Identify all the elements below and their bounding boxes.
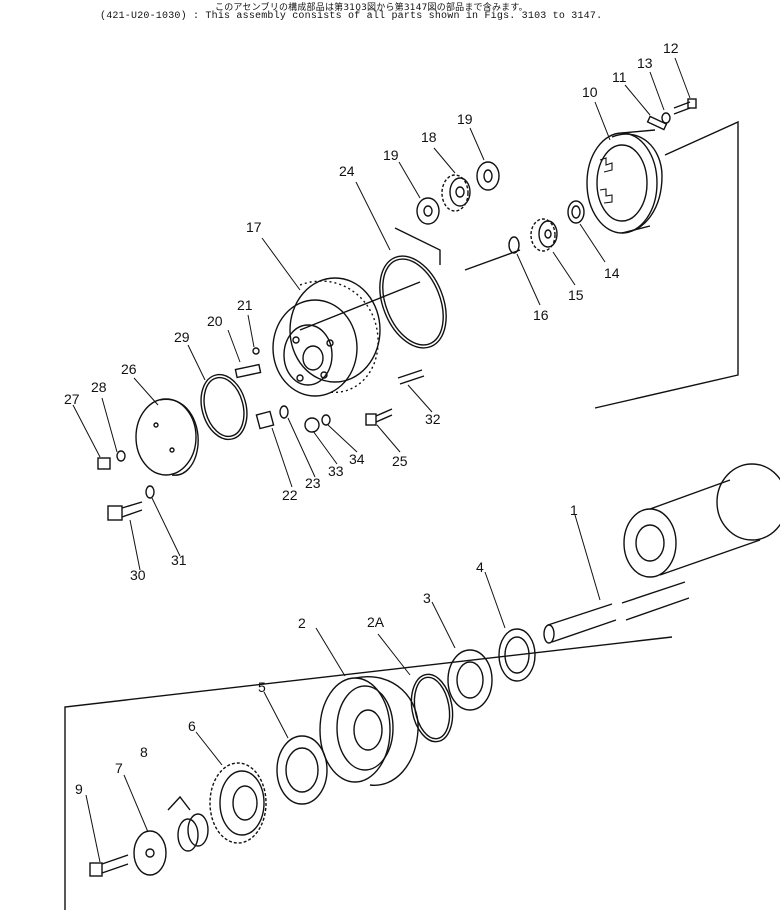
label-part-24: 24 [339,163,355,179]
label-part-3: 3 [423,590,431,606]
hub-housing [623,463,780,578]
part-31-washer [145,485,155,499]
part-19-bearing-right [476,161,500,191]
label-part-13: 13 [637,55,653,71]
part-17-housing [272,277,381,397]
label-part-18: 18 [421,129,437,145]
part-33-nut [304,417,320,433]
part-labels: 10 11 13 12 14 15 16 17 18 19 19 24 21 2… [64,40,679,797]
part-26-cover [135,398,199,476]
label-part-16: 16 [533,307,549,323]
label-part-19b: 19 [457,111,473,127]
label-part-7: 7 [115,760,123,776]
part-15-gear [530,218,558,252]
label-part-19a: 19 [383,147,399,163]
part-29-o-ring [200,373,248,441]
part-34-washer [321,414,331,426]
part-5-bearing [276,735,328,805]
header-note-japanese: このアセンブリの構成部品は第3103図から第3147図の部品まで含みます。 [215,3,528,13]
part-1-shaft [543,581,690,644]
label-part-30: 30 [130,567,146,583]
label-part-8: 8 [140,744,148,760]
part-20-shaft-pin [234,363,262,379]
label-part-15: 15 [568,287,584,303]
label-part-10: 10 [582,84,598,100]
label-part-17: 17 [246,219,262,235]
part-6-sprocket [209,762,267,844]
label-part-28: 28 [91,379,107,395]
part-8-bearing [167,795,209,852]
label-part-11: 11 [612,69,627,85]
part-13-washer [661,112,671,124]
label-part-29: 29 [174,329,190,345]
part-12-bolt [673,98,697,115]
label-part-23: 23 [305,475,321,491]
label-part-26: 26 [121,361,137,377]
part-7-plate [133,830,167,876]
label-part-12: 12 [663,40,679,56]
part-23-o-ring [279,405,289,419]
label-part-27: 27 [64,391,80,407]
leader-lines [72,57,691,863]
label-part-34: 34 [349,451,365,467]
part-27-plug [97,457,111,470]
part-18-gear [441,174,471,212]
part-25-bolt [365,408,393,426]
part-30-bolt [107,501,143,521]
part-19-bearing-left [416,197,440,225]
label-part-4: 4 [476,559,484,575]
label-part-5: 5 [258,679,266,695]
label-part-25: 25 [392,453,408,469]
part-3-bearing [447,649,493,711]
part-14-bearing [567,200,585,224]
label-part-32: 32 [425,411,441,427]
header-note-english: (421-U20-1030) : This assembly consists … [100,11,603,22]
part-16-snap-ring [508,236,520,254]
part-2-hub [319,676,419,786]
part-9-bolt [89,854,129,877]
label-part-2a: 2A [367,614,385,630]
label-part-1: 1 [570,502,578,518]
part-21-ball [252,347,260,355]
label-part-31: 31 [171,552,187,568]
part-32-stud [397,369,425,385]
label-part-6: 6 [188,718,196,734]
label-part-33: 33 [328,463,344,479]
label-part-9: 9 [75,781,83,797]
frame-lines [64,120,739,910]
part-22-plug [255,410,275,430]
part-4-seal [498,628,536,682]
part-24-o-ring [379,255,447,349]
label-part-14: 14 [604,265,620,281]
label-part-20: 20 [207,313,223,329]
label-part-22: 22 [282,487,298,503]
part-11-pin [646,115,668,131]
label-part-21: 21 [237,297,253,313]
part-10-ring-gear [586,129,663,234]
part-28-washer [116,450,126,462]
label-part-2: 2 [298,615,306,631]
